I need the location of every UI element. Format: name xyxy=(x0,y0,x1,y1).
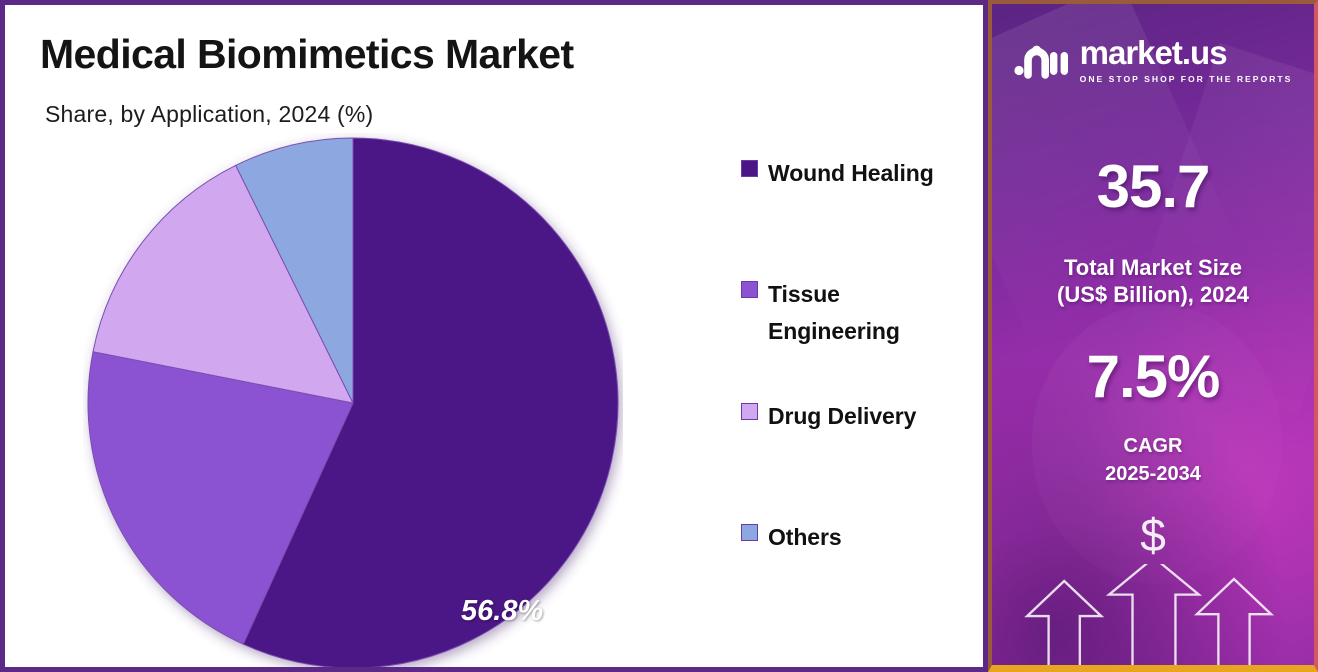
legend-swatch-icon xyxy=(741,524,758,541)
market-size-value: 35.7 xyxy=(1096,153,1211,220)
legend-label: Tissue Engineering xyxy=(768,281,900,344)
cagr-label: CAGR 2025-2034 xyxy=(992,432,1314,488)
dollar-icon: $ xyxy=(1140,509,1166,561)
legend-item-drug-delivery[interactable]: Drug Delivery xyxy=(741,398,981,435)
legend-item-others[interactable]: Others xyxy=(741,519,981,556)
legend-label: Drug Delivery xyxy=(768,403,917,429)
pie-slice-label-wound-healing: 56.8% xyxy=(461,595,544,627)
legend-swatch-icon xyxy=(741,403,758,420)
chart-panel: Medical Biomimetics Market Share, by App… xyxy=(0,0,988,672)
market-size-label-line2: (US$ Billion), 2024 xyxy=(1057,282,1249,307)
legend-swatch-icon xyxy=(741,160,758,177)
pie-slice[interactable] xyxy=(235,137,354,404)
pie-slice[interactable] xyxy=(87,351,354,645)
market-size-label-line1: Total Market Size xyxy=(1063,255,1243,280)
logo-tagline: ONE STOP SHOP FOR THE REPORTS xyxy=(1079,74,1293,84)
cagr-label-line1: CAGR xyxy=(1123,435,1183,457)
legend-swatch-icon xyxy=(741,281,758,298)
growth-arrows-icon xyxy=(1024,564,1275,665)
stats-panel: market.us ONE STOP SHOP FOR THE REPORTS … xyxy=(988,0,1318,672)
legend-label: Wound Healing xyxy=(768,160,934,186)
pie-slice[interactable] xyxy=(242,137,619,668)
pie-slice[interactable] xyxy=(92,164,354,404)
pie-chart: 56.8% xyxy=(83,133,623,668)
market-size-label: Total Market Size (US$ Billion), 2024 xyxy=(992,254,1314,308)
chart-legend: Wound Healing Tissue Engineering Drug De… xyxy=(741,155,981,556)
cagr-label-line2: 2025-2034 xyxy=(1105,463,1201,485)
logo-wordmark: market.us xyxy=(1079,34,1228,71)
market-us-logo-icon xyxy=(1014,45,1068,79)
pie-chart-svg xyxy=(87,137,619,668)
cagr-value: 7.5% xyxy=(1086,343,1221,410)
legend-item-tissue-engineering[interactable]: Tissue Engineering xyxy=(741,276,981,350)
brand-logo[interactable]: market.us ONE STOP SHOP FOR THE REPORTS xyxy=(992,36,1314,84)
legend-item-wound-healing[interactable]: Wound Healing xyxy=(741,155,981,192)
chart-subtitle: Share, by Application, 2024 (%) xyxy=(45,101,374,127)
legend-label: Others xyxy=(768,524,842,550)
page-title: Medical Biomimetics Market xyxy=(40,31,574,77)
